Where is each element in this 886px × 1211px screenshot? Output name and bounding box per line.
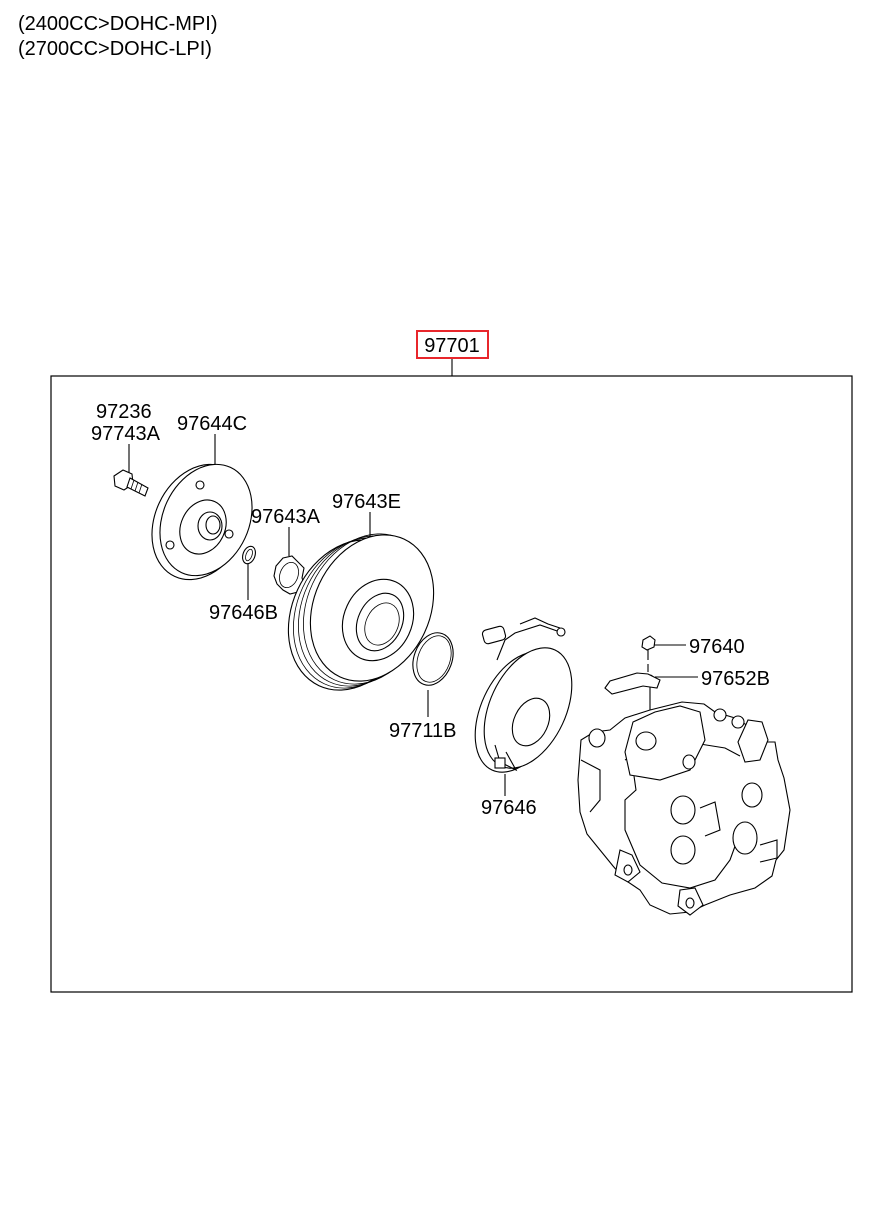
pulley-part	[287, 533, 435, 691]
engine-spec-1: (2400CC>DOHC-MPI)	[18, 13, 218, 35]
shim-ring-part	[242, 545, 256, 565]
part-label-97743a[interactable]: 97743A	[91, 423, 161, 445]
part-label-97646b[interactable]: 97646B	[209, 602, 278, 624]
part-label-97640[interactable]: 97640	[689, 636, 745, 658]
clutch-hub-part	[151, 463, 253, 581]
assembly-frame	[50, 375, 853, 993]
part-label-97236[interactable]: 97236	[96, 401, 152, 423]
field-coil-part	[474, 617, 573, 773]
field-snap-ring-part	[412, 632, 454, 686]
screw-bracket-part	[604, 635, 661, 720]
assembly-part-number[interactable]: 97701	[424, 335, 480, 357]
bolt-part	[113, 469, 149, 497]
part-label-97711b[interactable]: 97711B	[389, 720, 456, 742]
part-label-97644c[interactable]: 97644C	[177, 413, 247, 435]
assembly-number-highlight[interactable]	[416, 330, 489, 359]
engine-spec-2: (2700CC>DOHC-LPI)	[18, 38, 212, 60]
part-label-97643a[interactable]: 97643A	[251, 506, 321, 528]
part-label-97652b[interactable]: 97652B	[701, 668, 770, 690]
compressor-body	[577, 701, 791, 916]
part-label-97646[interactable]: 97646	[481, 797, 537, 819]
part-label-97643e[interactable]: 97643E	[332, 491, 401, 513]
